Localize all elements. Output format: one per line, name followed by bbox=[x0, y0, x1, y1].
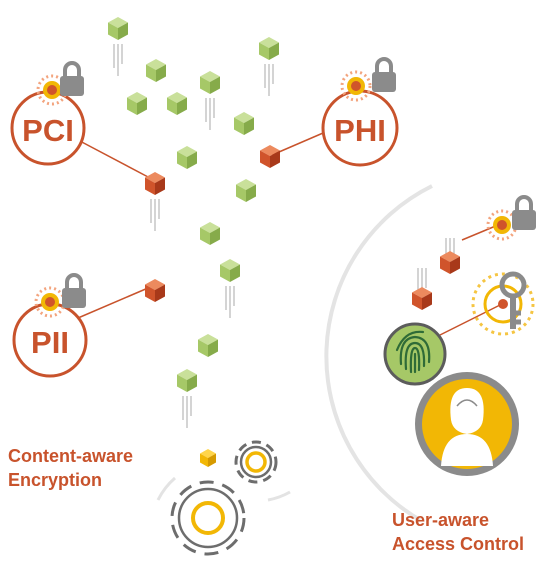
data-cube-icon bbox=[440, 237, 460, 274]
fingerprint-icon bbox=[383, 322, 447, 386]
phi-label: PHI bbox=[334, 113, 386, 148]
gear-icon bbox=[234, 440, 278, 484]
pii-connector bbox=[77, 287, 149, 319]
pii-badge: PII bbox=[12, 273, 88, 378]
target-icon bbox=[486, 209, 518, 241]
user-aware-caption: User-aware Access Control bbox=[392, 508, 524, 556]
data-cube-icon bbox=[259, 37, 279, 97]
caption-line: Content-aware bbox=[8, 446, 134, 466]
data-cube-icon bbox=[220, 259, 240, 319]
key-icon bbox=[499, 271, 527, 329]
data-cube-icon bbox=[200, 449, 216, 467]
lock-icon bbox=[510, 195, 538, 232]
data-cube-icon bbox=[177, 369, 197, 429]
gear-icon bbox=[170, 480, 246, 556]
data-cube-icon bbox=[177, 146, 197, 169]
caption-line: Access Control bbox=[392, 534, 525, 554]
data-cube-icon bbox=[145, 172, 165, 232]
user-avatar-icon bbox=[415, 372, 519, 476]
gear-arc bbox=[267, 490, 291, 502]
data-cube-icon bbox=[236, 179, 256, 202]
pci-label: PCI bbox=[22, 113, 74, 148]
data-cube-icon bbox=[146, 59, 166, 82]
lock-icon bbox=[370, 57, 398, 94]
data-cube-icon bbox=[234, 112, 254, 135]
data-cube-icon bbox=[412, 267, 432, 310]
pci-badge: PCI bbox=[10, 61, 86, 166]
pci-connector bbox=[77, 139, 151, 179]
phi-badge: PHI bbox=[321, 57, 399, 167]
data-cube-icon bbox=[200, 71, 220, 131]
key-connector bbox=[439, 304, 501, 336]
caption-line: User-aware bbox=[392, 510, 490, 530]
caption-line: Encryption bbox=[8, 470, 103, 490]
data-cube-icon bbox=[127, 92, 147, 115]
pii-label: PII bbox=[31, 325, 69, 360]
data-cube-icon bbox=[260, 145, 280, 168]
data-cube-icon bbox=[108, 17, 128, 77]
data-cube-icon bbox=[167, 92, 187, 115]
lock-icon bbox=[60, 273, 88, 310]
content-aware-caption: Content-aware Encryption bbox=[8, 444, 133, 492]
data-cube-icon bbox=[198, 334, 218, 357]
gear-arc bbox=[156, 476, 177, 501]
data-cube-icon bbox=[145, 279, 165, 302]
lock-connector bbox=[461, 224, 499, 241]
lock-icon bbox=[58, 61, 86, 98]
access-arc bbox=[324, 184, 433, 522]
phi-connector bbox=[271, 129, 331, 156]
data-cube-icon bbox=[200, 222, 220, 245]
